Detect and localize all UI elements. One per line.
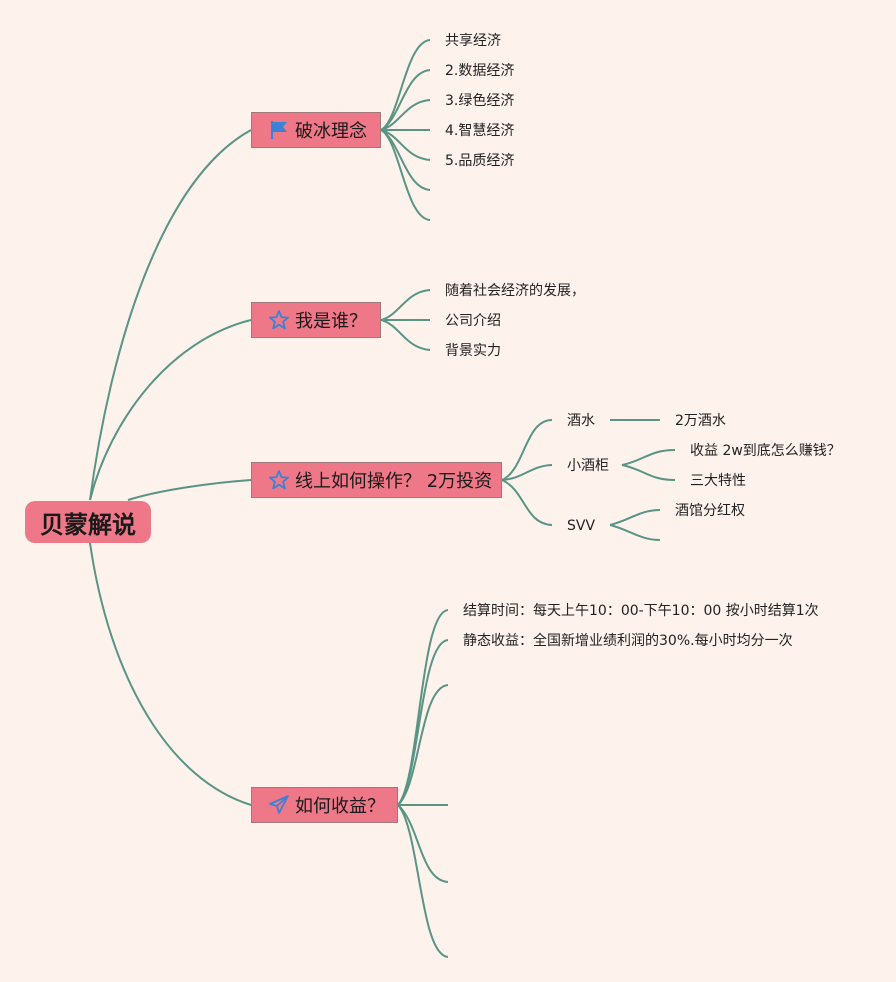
subtopic-node[interactable]: 小酒柜 — [567, 458, 609, 474]
leaf-node[interactable]: 结算时间：每天上午10：00-下午10：00 按小时结算1次 — [463, 603, 819, 619]
edge-t3-c3-g2 — [609, 524, 661, 541]
edge-t2-c1 — [380, 289, 431, 321]
edge-t3-c2 — [501, 464, 553, 481]
topic-node-online-operation[interactable]: 线上如何操作？ 2万投资 — [251, 462, 502, 498]
edge-t1-c3 — [380, 99, 431, 131]
edge-t1-c7 — [380, 129, 431, 221]
leaf-node[interactable]: 2万酒水 — [675, 413, 726, 429]
flag-icon — [268, 119, 290, 141]
subtopic-node[interactable]: 酒水 — [567, 413, 595, 429]
edge-t2-c3 — [380, 319, 431, 351]
leaf-node[interactable]: 收益 2w到底怎么赚钱？ — [690, 443, 841, 459]
edge-t4-c6 — [397, 804, 449, 958]
edge-t1-c5 — [380, 129, 431, 161]
edge-root-topic-3 — [127, 479, 252, 501]
star-icon — [268, 309, 290, 331]
edge-t4-c5 — [397, 804, 449, 883]
leaf-node[interactable]: 公司介绍 — [445, 313, 501, 329]
edge-root-topic-2 — [89, 319, 252, 501]
edge-t3-c2-g1 — [621, 449, 676, 466]
topic-label: 我是谁？ — [295, 311, 367, 332]
topic-label: 线上如何操作？ 2万投资 — [295, 471, 493, 492]
topic-label: 破冰理念 — [295, 121, 367, 142]
topic-node-how-to-earn[interactable]: 如何收益？ — [251, 787, 398, 823]
root-node[interactable]: 贝蒙解说 — [25, 501, 151, 543]
edge-t3-c3-g1 — [609, 509, 661, 526]
edge-t3-c3 — [501, 479, 553, 526]
topic-node-who-am-i[interactable]: 我是谁？ — [251, 302, 381, 338]
star-icon — [268, 469, 290, 491]
subtopic-node[interactable]: SVV — [567, 518, 596, 534]
topic-label: 如何收益？ — [295, 796, 385, 817]
leaf-node[interactable]: 5.品质经济 — [445, 153, 515, 169]
edge-t1-c2 — [380, 69, 431, 131]
edge-t3-c1 — [501, 419, 553, 481]
topic-node-icebreaker[interactable]: 破冰理念 — [251, 112, 381, 148]
edge-t4-c1 — [397, 609, 449, 806]
edge-t1-c1 — [380, 39, 431, 131]
edge-t4-c3 — [397, 684, 449, 806]
root-node-label: 贝蒙解说 — [40, 510, 136, 539]
leaf-node[interactable]: 随着社会经济的发展， — [445, 283, 585, 299]
leaf-node[interactable]: 2.数据经济 — [445, 63, 515, 79]
edge-root-topic-4 — [89, 542, 252, 806]
leaf-node[interactable]: 共享经济 — [445, 33, 501, 49]
leaf-node[interactable]: 3.绿色经济 — [445, 93, 515, 109]
edge-t4-c2 — [397, 639, 449, 806]
leaf-node[interactable]: 酒馆分红权 — [675, 503, 745, 519]
leaf-node[interactable]: 静态收益：全国新增业绩利润的30%.每小时均分一次 — [463, 633, 793, 649]
leaf-node[interactable]: 4.智慧经济 — [445, 123, 515, 139]
edge-t3-c2-g2 — [621, 464, 676, 481]
paper-plane-icon — [268, 794, 290, 816]
leaf-node[interactable]: 背景实力 — [445, 343, 501, 359]
edge-root-topic-1 — [89, 129, 252, 501]
leaf-node[interactable]: 三大特性 — [690, 473, 746, 489]
